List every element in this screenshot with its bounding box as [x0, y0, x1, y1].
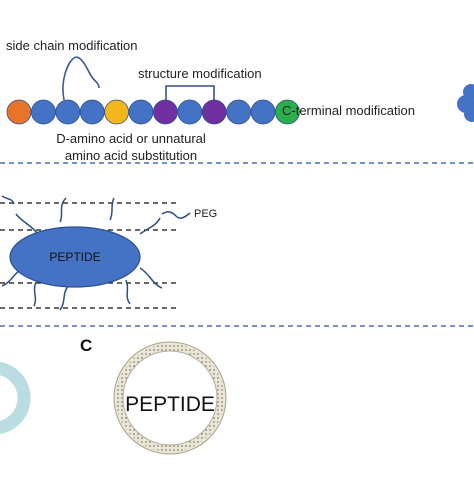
- chain-bead: [201, 99, 227, 125]
- chain-bead: [55, 99, 81, 125]
- label-peptide-peg: PEPTIDE: [49, 250, 101, 264]
- chain-bead: [104, 99, 129, 125]
- peptide-peg-ellipse: [9, 226, 141, 288]
- amino-acid-chain: [6, 99, 300, 125]
- chain-bead: [226, 99, 252, 125]
- label-side-chain: side chain modification: [6, 38, 138, 53]
- structure-bracket: [165, 85, 215, 102]
- liposome: [113, 341, 227, 455]
- partial-ring-left: [0, 361, 31, 435]
- peg-legend-squiggle: [161, 211, 191, 219]
- partial-bead-cluster: [457, 84, 474, 122]
- side-chain-squiggle: [62, 56, 100, 101]
- chain-bead: [250, 99, 276, 125]
- label-peptide-liposome: PEPTIDE: [125, 393, 215, 416]
- label-structure: structure modification: [138, 66, 262, 81]
- chain-bead: [31, 99, 56, 125]
- label-panel-c: C: [80, 336, 93, 355]
- label-peg: PEG: [194, 208, 218, 220]
- label-c-terminal: C-terminal modification: [282, 103, 415, 118]
- chain-bead: [152, 99, 178, 125]
- chain-bead: [274, 99, 300, 125]
- label-substitution-line1: D-amino acid or unnatural: [56, 131, 206, 146]
- chain-bead: [79, 99, 105, 125]
- chain-bead: [6, 99, 32, 125]
- chain-bead: [177, 99, 203, 125]
- label-substitution-line2: amino acid substitution: [64, 148, 198, 163]
- chain-bead: [128, 99, 154, 125]
- peg-chains: [1, 195, 163, 311]
